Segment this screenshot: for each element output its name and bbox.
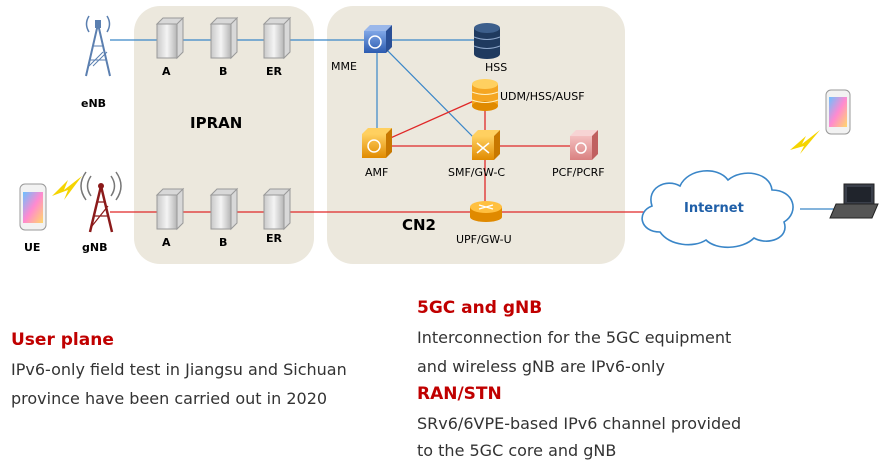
- router-label-bottom-a: A: [162, 236, 171, 249]
- router-icon-top-b: [209, 16, 239, 60]
- ue-phone-icon: [19, 183, 47, 231]
- network-function-icon-amf: [362, 128, 392, 158]
- cn2-region-label: CN2: [402, 216, 436, 234]
- router-icon-bottom-er: [262, 187, 292, 231]
- gnb-label: gNB: [82, 241, 108, 254]
- mme-icon: [364, 25, 392, 53]
- network-function-icon-smf: [472, 130, 500, 160]
- database-icon-hss: [473, 23, 501, 59]
- udm-label: UDM/HSS/AUSF: [500, 90, 585, 103]
- network-function-icon-pcf: [570, 130, 598, 160]
- blue-links: [110, 39, 487, 147]
- ran-line-2: to the 5GC core and gNB: [417, 441, 617, 460]
- router-icon-bottom-b: [209, 187, 239, 231]
- router-icon-top-a: [155, 16, 185, 60]
- remote-phone-icon: [825, 89, 851, 135]
- router-label-top-a: A: [162, 65, 171, 78]
- 5gc-line-1: Interconnection for the 5GC equipment: [417, 328, 732, 347]
- 5gc-heading: 5GC and gNB: [417, 298, 543, 318]
- pcf-label: PCF/PCRF: [552, 166, 605, 179]
- user-plane-line-2: province have been carried out in 2020: [11, 389, 328, 408]
- user-plane-line-1: IPv6-only field test in Jiangsu and Sich…: [11, 360, 347, 379]
- hss-label: HSS: [485, 61, 508, 74]
- laptop-icon: [829, 183, 879, 219]
- router-label-top-b: B: [219, 65, 228, 78]
- ran-heading: RAN/STN: [417, 384, 502, 404]
- database-icon-udm: [471, 79, 499, 111]
- router-label-top-er: ER: [266, 65, 282, 78]
- lightning-icon: [52, 176, 82, 200]
- mme-label: MME: [331, 60, 357, 73]
- amf-label: AMF: [365, 166, 389, 179]
- ue-label: UE: [24, 241, 41, 254]
- upf-label: UPF/GW-U: [456, 233, 512, 246]
- lightning-icon-remote: [790, 130, 820, 154]
- gnb-tower-icon: [80, 171, 122, 233]
- router-label-bottom-b: B: [219, 236, 228, 249]
- enb-tower-icon: [85, 15, 111, 77]
- cloud-icon: [641, 170, 794, 249]
- ran-line-1: SRv6/6VPE-based IPv6 channel provided: [417, 414, 742, 433]
- ipran-region-label: IPRAN: [190, 114, 243, 132]
- router-icon-top-er: [262, 16, 292, 60]
- router-icon-bottom-a: [155, 187, 185, 231]
- enb-label: eNB: [81, 97, 107, 110]
- router-label-bottom-er: ER: [266, 232, 282, 245]
- 5gc-line-2: and wireless gNB are IPv6-only: [417, 357, 665, 376]
- internet-label: Internet: [684, 201, 744, 216]
- router-icon-upf: [470, 201, 502, 222]
- user-plane-heading: User plane: [11, 330, 114, 350]
- smf-label: SMF/GW-C: [448, 166, 506, 179]
